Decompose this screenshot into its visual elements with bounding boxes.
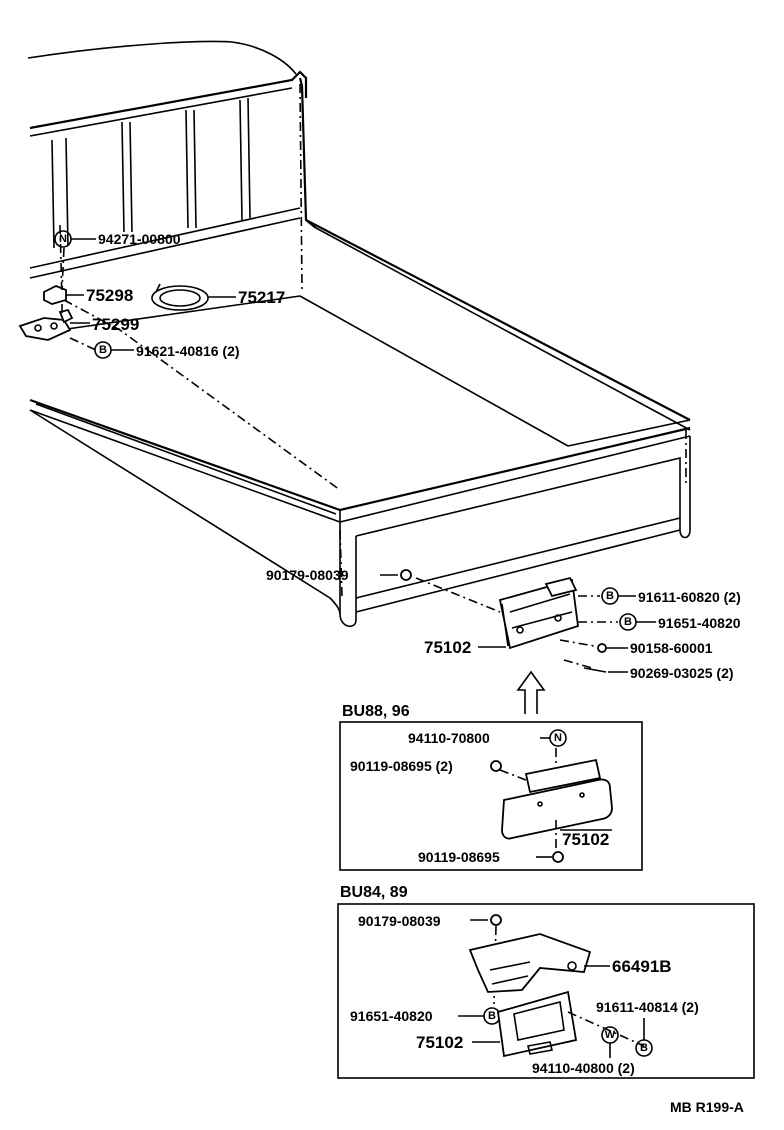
callout-91651-upper: 91651-40820 xyxy=(658,615,741,631)
callout-75299: 75299 xyxy=(92,315,139,334)
box2-frame xyxy=(337,903,755,1079)
callout-75298: 75298 xyxy=(86,286,133,305)
callout-91651-box2: 91651-40820 xyxy=(350,1008,433,1024)
handle-assembly-75102 xyxy=(501,758,613,840)
handle-plate-75102 xyxy=(497,990,578,1058)
callout-75217: 75217 xyxy=(238,288,285,307)
callout-90179-upper: 90179-08039 xyxy=(266,567,349,583)
callout-91611-upper: 91611-60820 (2) xyxy=(638,589,741,605)
b-symbol-91611-box2: B xyxy=(635,1039,653,1057)
svg-text:B: B xyxy=(624,616,632,628)
callout-90269: 90269-03025 (2) xyxy=(630,665,734,681)
svg-text:W: W xyxy=(605,1029,616,1041)
hook-part-75298 xyxy=(43,285,67,305)
screw-90119-upper xyxy=(490,760,502,772)
nut-90179-upper xyxy=(400,569,412,581)
callout-90179-box2: 90179-08039 xyxy=(358,913,441,929)
figure-code: MB R199-A xyxy=(670,1099,744,1115)
rivet-90269 xyxy=(583,667,607,673)
screw-90158 xyxy=(597,643,607,653)
svg-text:B: B xyxy=(488,1010,496,1022)
bracket-part-75299 xyxy=(18,308,74,341)
callout-90119-box1-upper: 90119-08695 (2) xyxy=(350,758,453,774)
box1-title: BU88, 96 xyxy=(342,703,410,720)
b-symbol-91651-box2: B xyxy=(483,1007,501,1025)
b-symbol-91621: B xyxy=(94,341,112,359)
latch-assembly-75102 xyxy=(498,576,579,650)
w-symbol-box2: W xyxy=(601,1026,619,1044)
screw-90119-lower xyxy=(552,851,564,863)
callout-66491b: 66491B xyxy=(612,957,672,976)
n-symbol-box1: N xyxy=(549,729,567,747)
svg-text:B: B xyxy=(640,1042,648,1054)
box1-frame xyxy=(339,721,643,871)
svg-text:B: B xyxy=(606,590,614,602)
b-symbol-91651-upper: B xyxy=(619,613,637,631)
callout-94110-box1: 94110-70800 xyxy=(408,730,490,746)
callout-75102-box2: 75102 xyxy=(416,1033,463,1052)
b-symbol-91611-upper: B xyxy=(601,587,619,605)
callout-94110-box2: 94110-40800 (2) xyxy=(532,1060,635,1076)
callout-94271: 94271-00800 xyxy=(98,231,181,247)
callout-91621: 91621-40816 (2) xyxy=(136,343,240,359)
nut-90179-box2 xyxy=(490,914,502,926)
cable-loop-75217 xyxy=(151,283,209,311)
callout-75102-box1: 75102 xyxy=(562,830,609,849)
callout-90158: 90158-60001 xyxy=(630,640,713,656)
box2-title: BU84, 89 xyxy=(340,884,408,901)
truck-bed-illustration xyxy=(27,40,691,627)
svg-text:N: N xyxy=(554,732,562,744)
svg-text:B: B xyxy=(99,344,107,356)
callout-91611-box2: 91611-40814 (2) xyxy=(596,999,699,1015)
svg-text:N: N xyxy=(59,233,67,245)
up-arrow-icon xyxy=(516,670,546,714)
callout-90119-box1-lower: 90119-08695 xyxy=(418,849,500,865)
callout-75102-upper: 75102 xyxy=(424,638,471,657)
bracket-66491b xyxy=(468,933,592,993)
